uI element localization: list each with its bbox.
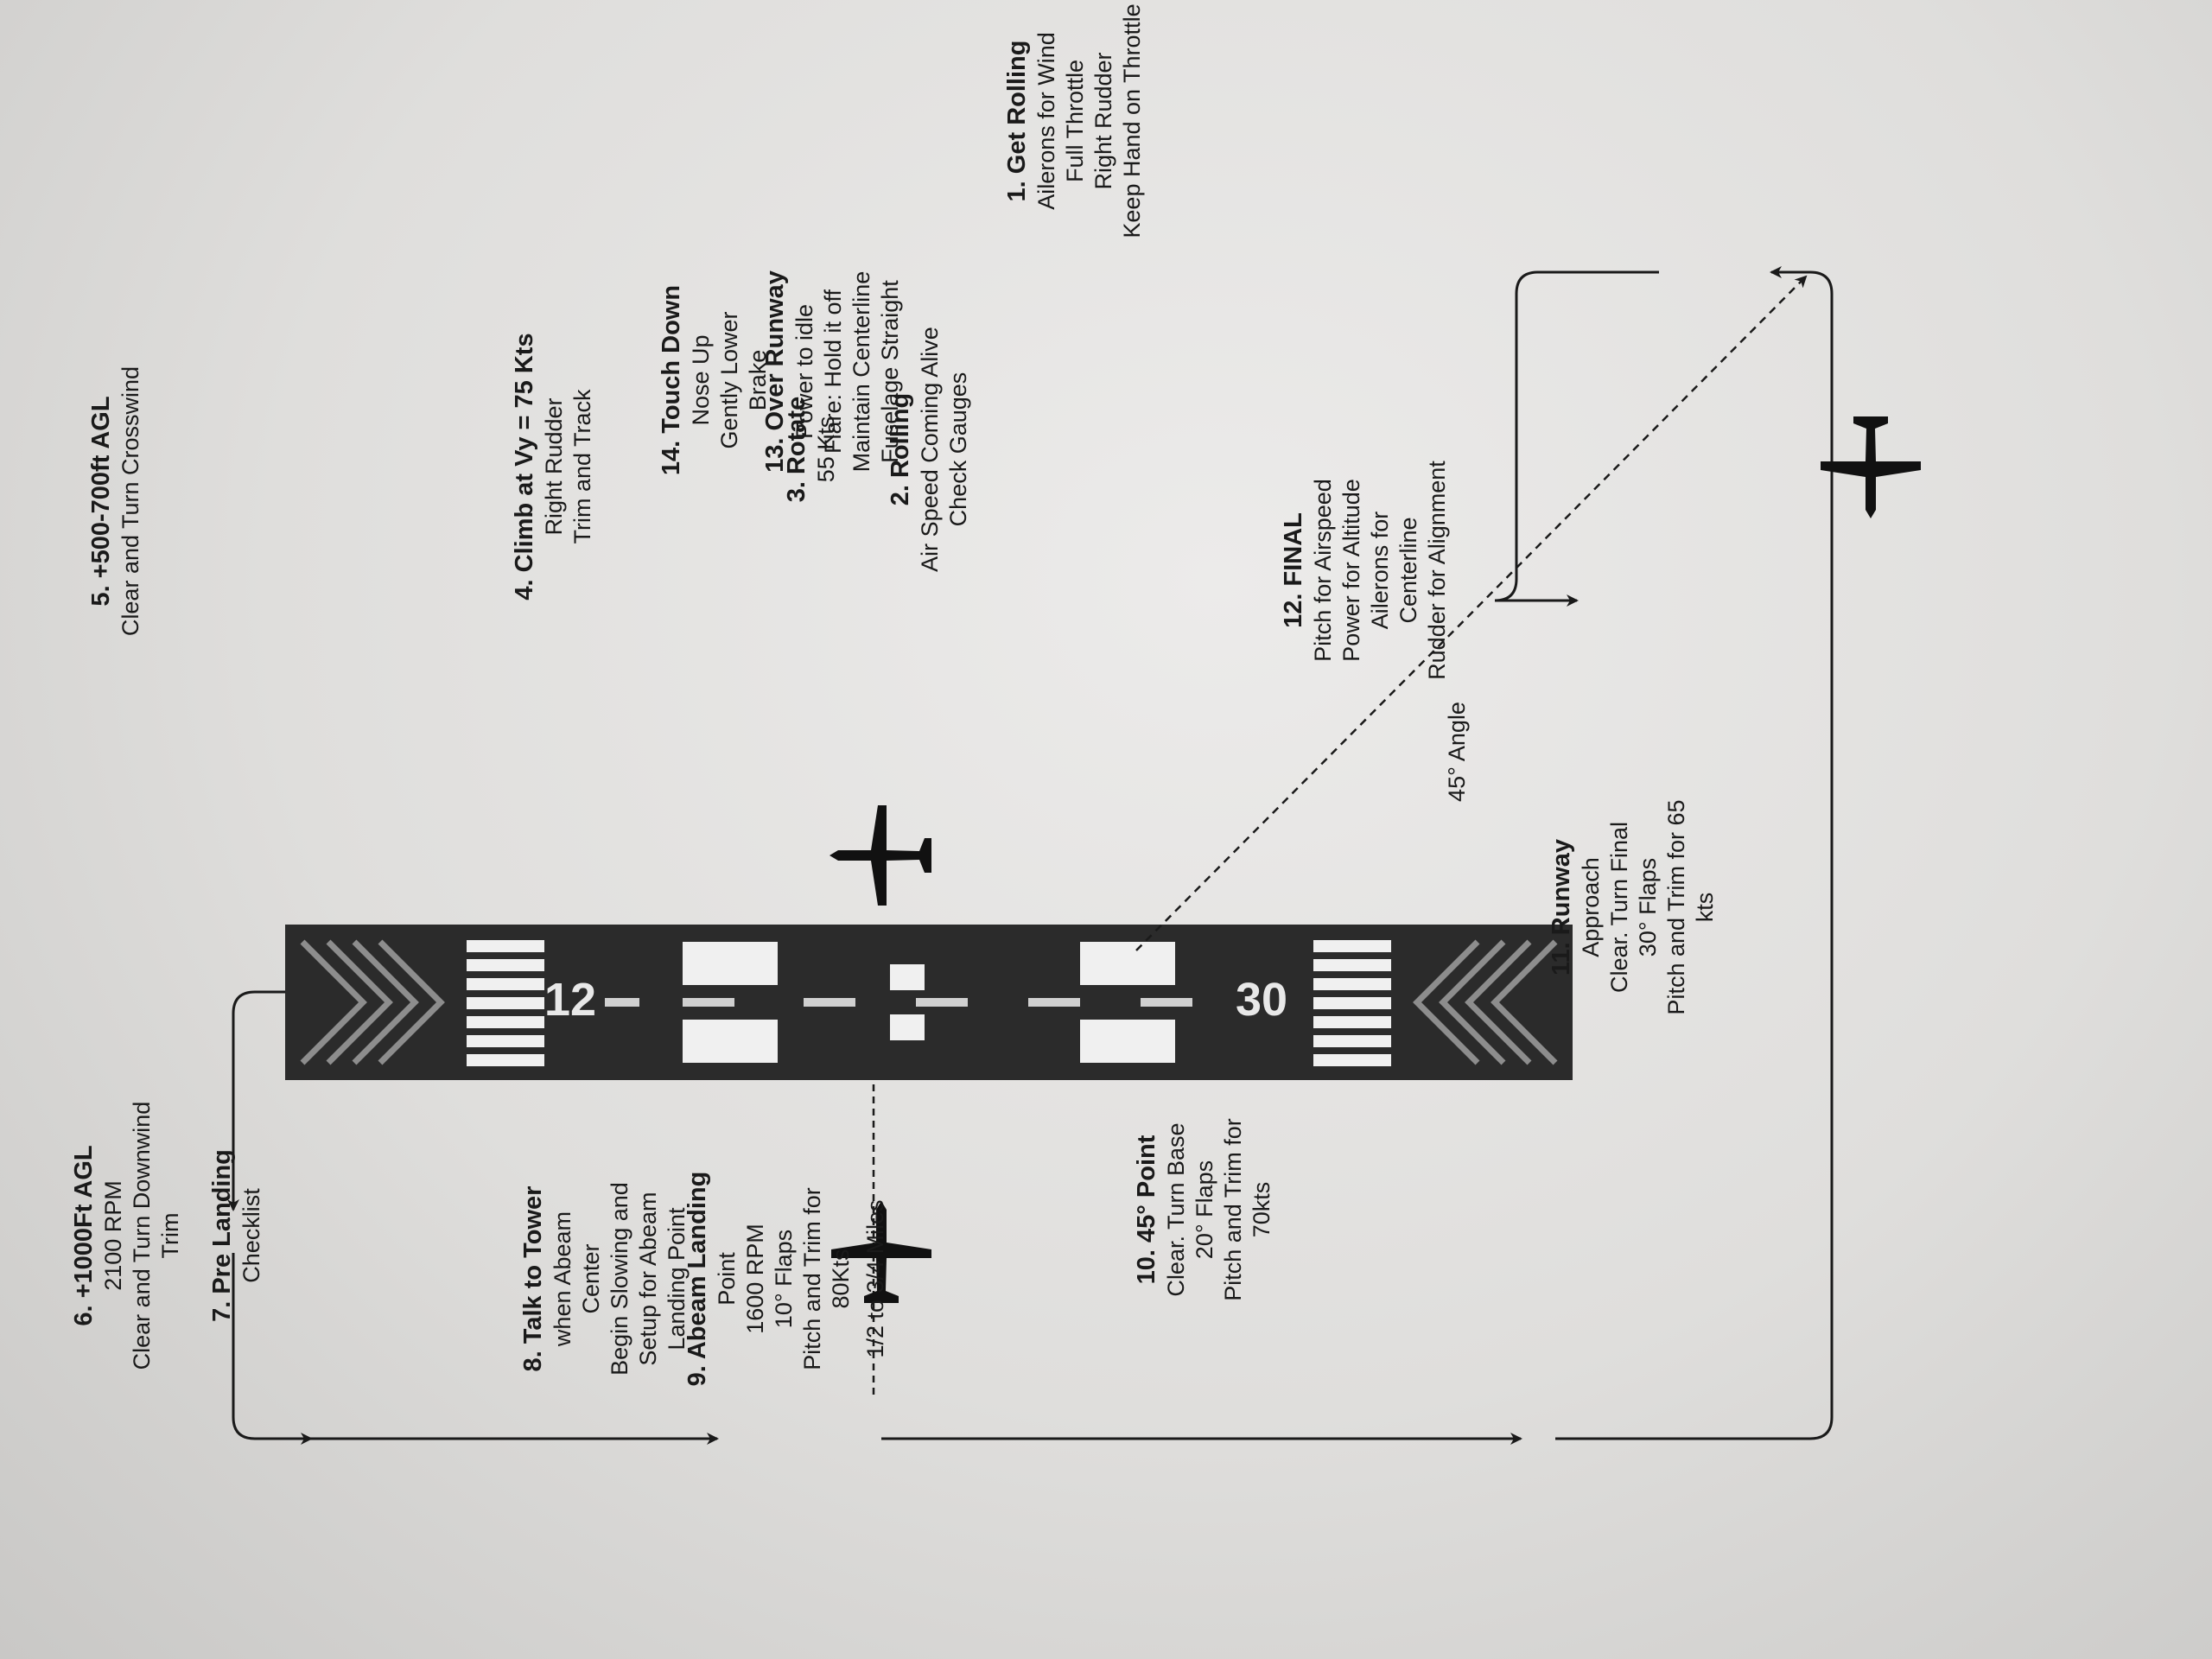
step-line: Right Rudder: [1090, 52, 1117, 190]
step-line: Center: [578, 1243, 605, 1314]
step-line: Trim: [157, 1212, 184, 1259]
step-line: Clear and Turn Crosswind: [118, 365, 144, 637]
base-leg: [1770, 266, 1834, 1253]
step-line: Maintain Centerline: [849, 270, 875, 473]
threshold-bars-bottom: [1313, 940, 1391, 1066]
step-title: 12. FINAL: [1280, 512, 1307, 628]
downwind-leg-end: [1555, 1253, 1834, 1440]
traffic-pattern-path: [227, 266, 1834, 1445]
step-line: Pitch and Trim for: [1220, 1118, 1247, 1301]
step-line: 20° Flaps: [1192, 1160, 1218, 1260]
runway-number-30: 30: [1236, 974, 1287, 1026]
step-line: 80Kts: [828, 1249, 855, 1309]
step-line: Setup for Abeam: [635, 1192, 662, 1366]
step-line: Right Rudder: [541, 397, 568, 536]
step-line: Check Gauges: [945, 372, 972, 527]
airplane-icon: [831, 1201, 931, 1303]
crosswind-leg-continued: [232, 1253, 313, 1445]
step-line: Point: [714, 1252, 741, 1306]
aiming-point-marks: [890, 964, 925, 1040]
step-title: 5. +500-700ft AGL: [87, 396, 115, 607]
step-line: Checklist: [238, 1188, 265, 1283]
step-line: Clear. Turn Final: [1606, 821, 1633, 994]
step-line: 10° Flaps: [771, 1229, 798, 1329]
step-title: 10. 45° Point: [1133, 1135, 1160, 1285]
step-line: 30° Flaps: [1635, 857, 1662, 957]
step-line: Ailerons for: [1367, 511, 1394, 630]
step-line: Clear and Turn Downwind: [129, 1101, 156, 1370]
step-title: 9. Abeam Landing: [683, 1171, 711, 1387]
step-title: 4. Climb at Vy = 75 Kts: [511, 333, 538, 601]
step-line: Brake: [745, 349, 772, 411]
final-leg: [1494, 270, 1659, 607]
angle-annotation: 45° Angle: [1444, 702, 1470, 802]
step-line: Begin Slowing and: [607, 1182, 633, 1376]
step-line: Pitch and Trim for 65: [1663, 799, 1690, 1015]
step-line: 2100 RPM: [100, 1180, 127, 1291]
step-line: Pitch and Trim for: [799, 1187, 826, 1370]
step-title: 8. Talk to Tower: [519, 1185, 547, 1372]
threshold-bars-top: [467, 940, 544, 1066]
runway-chevrons-top: [300, 939, 445, 1065]
step-line: Ailerons for Wind: [1033, 32, 1060, 210]
step-line: Trim and Track: [569, 389, 596, 544]
step-title: 7. Pre Landing: [208, 1149, 236, 1322]
step-line: Flare: Hold it off: [820, 289, 847, 454]
step-line: Gently Lower: [716, 311, 743, 449]
runway-number-12: 12: [544, 974, 596, 1026]
step-line: 70kts: [1249, 1181, 1275, 1238]
runway-chevrons-bottom: [1413, 939, 1558, 1065]
runway: 12 30: [285, 925, 1573, 1080]
step-title: 14. Touch Down: [658, 284, 685, 476]
step-line: Power for Altitude: [1338, 479, 1365, 662]
step-title: 6. +1000Ft AGL: [70, 1145, 98, 1326]
touchdown-zone-marks-bottom: [1080, 942, 1175, 1063]
touchdown-zone-marks-top: [683, 942, 778, 1063]
upwind-crosswind-leg: [227, 990, 285, 1211]
step-line: Fuselage Straight: [877, 280, 904, 463]
centerline-marks: [605, 998, 1192, 1007]
forty-five-degree-line: [1135, 275, 1808, 951]
step-line: Air Speed Coming Alive: [917, 327, 944, 572]
step-title: 11. Runway: [1548, 839, 1575, 976]
airplane-icon: [830, 805, 931, 906]
step-line: 1600 RPM: [742, 1224, 769, 1334]
step-line: Rudder for Alignment: [1424, 461, 1451, 680]
step-line: Pitch for Airspeed: [1310, 479, 1337, 662]
step-line: Approach: [1578, 857, 1605, 957]
distance-annotation: 1/2 to 3/4 Miles: [862, 1199, 888, 1357]
step-line: Centerline: [1395, 517, 1422, 624]
step-line: Clear. Turn Base: [1163, 1122, 1190, 1297]
step-line: kts: [1692, 892, 1719, 923]
step-line: when Abeam: [550, 1211, 576, 1347]
airplane-icon: [1821, 416, 1921, 518]
step-line: Keep Hand on Throttle: [1119, 3, 1146, 238]
step-line: Power to idle: [791, 303, 818, 440]
step-title: 1. Get Rolling: [1003, 40, 1031, 202]
step-line: Full Throttle: [1062, 59, 1089, 183]
step-line: Nose Up: [688, 334, 715, 426]
